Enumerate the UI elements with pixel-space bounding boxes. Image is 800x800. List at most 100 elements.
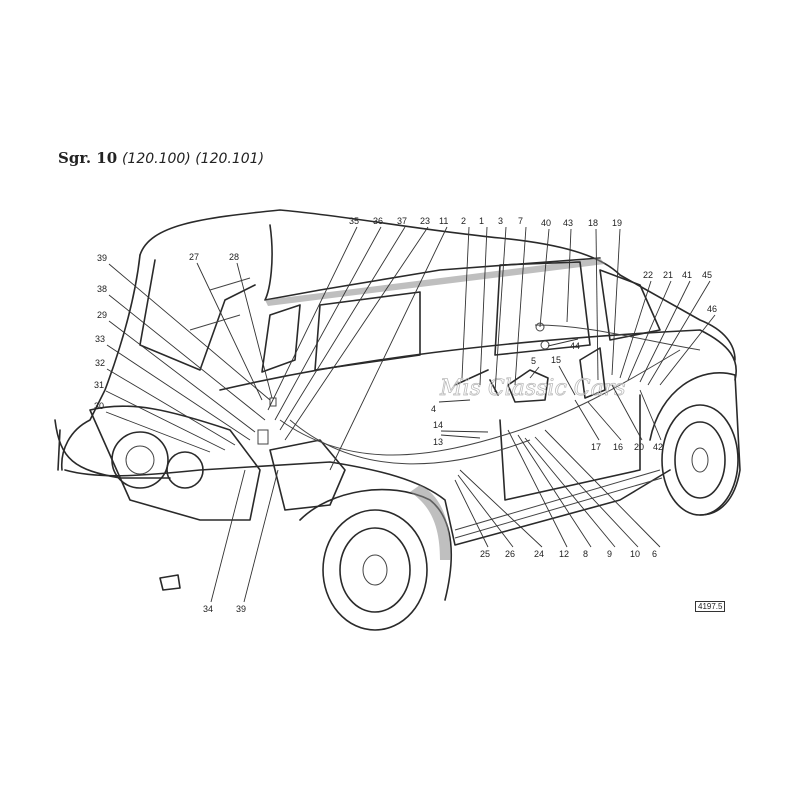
group-number: Sgr. 10 bbox=[58, 149, 118, 167]
leader-line bbox=[105, 390, 226, 451]
leader-line bbox=[108, 263, 271, 401]
callout-44: 44 bbox=[570, 341, 580, 351]
callout-43: 43 bbox=[563, 218, 573, 228]
callout-15: 15 bbox=[551, 355, 561, 365]
callout-29: 29 bbox=[97, 310, 107, 320]
callout-41: 41 bbox=[682, 270, 692, 280]
callout-28: 28 bbox=[229, 252, 239, 262]
callout-46: 46 bbox=[707, 304, 717, 314]
leader-line bbox=[524, 437, 616, 548]
leader-line bbox=[461, 226, 470, 379]
callout-1: 1 bbox=[479, 216, 484, 226]
callout-42: 42 bbox=[653, 442, 663, 452]
leader-line bbox=[647, 280, 711, 386]
callout-32: 32 bbox=[95, 358, 105, 368]
leader-line bbox=[494, 226, 507, 393]
leader-line bbox=[196, 262, 263, 401]
callout-4: 4 bbox=[431, 404, 436, 414]
callout-33: 33 bbox=[95, 334, 105, 344]
leader-line bbox=[639, 389, 662, 441]
callout-14: 14 bbox=[433, 420, 443, 430]
leader-line bbox=[454, 479, 489, 548]
leader-line bbox=[440, 430, 489, 433]
leader-line bbox=[274, 226, 382, 421]
leader-line bbox=[507, 429, 568, 548]
leader-line bbox=[459, 469, 543, 548]
watermark-logo: Mis Classic Cars bbox=[439, 376, 626, 401]
leader-line bbox=[595, 228, 599, 381]
leader-line bbox=[566, 228, 572, 323]
leader-line bbox=[514, 226, 527, 386]
leader-line bbox=[243, 469, 279, 603]
leader-line bbox=[547, 338, 579, 347]
callout-5: 5 bbox=[531, 356, 536, 366]
callout-16: 16 bbox=[613, 442, 623, 452]
leader-line bbox=[440, 434, 481, 439]
callout-20: 20 bbox=[634, 442, 644, 452]
leader-line bbox=[457, 474, 514, 548]
callout-8: 8 bbox=[583, 549, 588, 559]
callout-36: 36 bbox=[373, 216, 383, 226]
callout-22: 22 bbox=[643, 270, 653, 280]
callout-34: 34 bbox=[203, 604, 213, 614]
leader-line bbox=[639, 280, 691, 383]
leader-line bbox=[611, 228, 621, 376]
leader-line bbox=[534, 436, 639, 548]
leader-line bbox=[267, 226, 358, 411]
leader-line bbox=[108, 320, 256, 433]
figure-reference: 4197.5 bbox=[695, 601, 726, 612]
callout-21: 21 bbox=[663, 270, 673, 280]
callout-45: 45 bbox=[702, 270, 712, 280]
callout-2: 2 bbox=[461, 216, 466, 226]
leader-line bbox=[106, 344, 251, 441]
callout-40: 40 bbox=[541, 218, 551, 228]
leader-line bbox=[619, 280, 652, 379]
callout-30: 30 bbox=[94, 401, 104, 411]
leader-line bbox=[236, 262, 273, 399]
callout-7: 7 bbox=[518, 216, 523, 226]
callout-3: 3 bbox=[498, 216, 503, 226]
car-body-outline bbox=[54, 209, 741, 631]
leader-line bbox=[108, 294, 266, 421]
callout-26: 26 bbox=[505, 549, 515, 559]
callout-11: 11 bbox=[439, 216, 448, 226]
leader-line bbox=[329, 226, 448, 471]
callout-37: 37 bbox=[397, 216, 407, 226]
callout-31: 31 bbox=[94, 380, 104, 390]
callout-13: 13 bbox=[433, 437, 443, 447]
page-title: Sgr. 10 (120.100) (120.101) bbox=[58, 149, 264, 167]
callout-9: 9 bbox=[607, 549, 612, 559]
leader-line bbox=[659, 314, 716, 386]
callout-10: 10 bbox=[630, 549, 640, 559]
leader-line bbox=[279, 226, 406, 431]
callout-24: 24 bbox=[534, 549, 544, 559]
leader-line bbox=[587, 401, 622, 441]
leader-line bbox=[574, 399, 600, 441]
leader-line bbox=[627, 280, 672, 381]
leader-line bbox=[611, 384, 643, 441]
callout-35: 35 bbox=[349, 216, 359, 226]
callout-18: 18 bbox=[588, 218, 598, 228]
callout-23: 23 bbox=[420, 216, 430, 226]
leader-line bbox=[544, 429, 661, 548]
callout-25: 25 bbox=[480, 549, 490, 559]
callout-19: 19 bbox=[612, 218, 622, 228]
callout-38: 38 bbox=[97, 284, 107, 294]
leader-line bbox=[539, 228, 550, 328]
leader-line bbox=[210, 469, 246, 603]
leader-line bbox=[479, 226, 488, 386]
callout-27: 27 bbox=[189, 252, 199, 262]
leader-line bbox=[517, 434, 592, 548]
callout-6: 6 bbox=[652, 549, 657, 559]
leader-line bbox=[284, 226, 429, 441]
leader-line bbox=[558, 365, 576, 396]
callout-17: 17 bbox=[591, 442, 601, 452]
callout-12: 12 bbox=[559, 549, 569, 559]
leader-line bbox=[105, 411, 211, 453]
callout-39: 39 bbox=[236, 604, 246, 614]
leader-line bbox=[529, 366, 540, 379]
leader-line bbox=[106, 368, 236, 446]
